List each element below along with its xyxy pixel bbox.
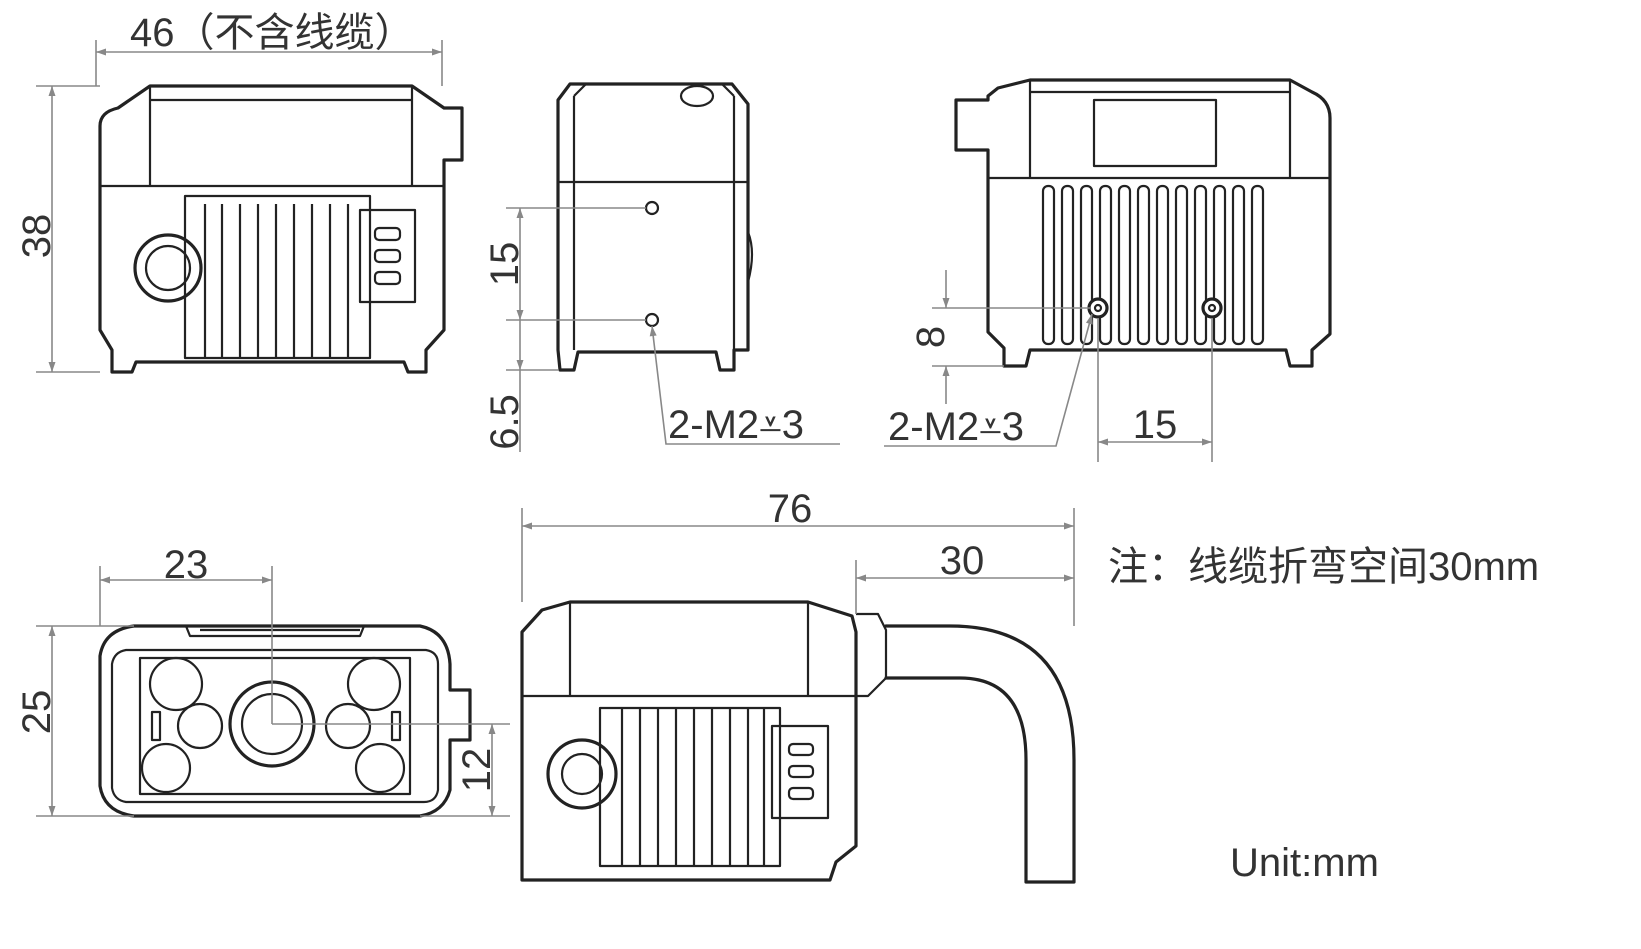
front-height-label: 38 (15, 214, 59, 259)
side-hole-top (644, 200, 660, 216)
front-vent-slots (203, 204, 350, 358)
back-hole-height-label: 8 (909, 326, 953, 348)
bottom-led-tl (148, 656, 204, 712)
cable-side-lens (560, 752, 604, 796)
back-thread-label: 2-M2⩡3 (888, 405, 1024, 449)
front-view (98, 84, 464, 374)
side-view (556, 82, 754, 372)
cable-side-vent-slots (620, 708, 766, 866)
depth-symbol: ⩡ (979, 405, 1002, 449)
back-hole-pitch-label: 15 (1133, 403, 1178, 447)
cable-side-dimensions: 76 30 (521, 487, 1075, 626)
cable (884, 624, 1076, 884)
bottom-led-br (354, 742, 406, 794)
front-lens (144, 244, 192, 292)
unit-text: Unit:mm (1230, 841, 1379, 885)
side-top-port (679, 84, 715, 108)
front-dimensions: 46（不含线缆） 38 (15, 11, 443, 373)
bottom-dimensions: 23 25 12 (15, 543, 510, 817)
cable-bend-label: 30 (940, 539, 985, 583)
bottom-aim-left (176, 702, 224, 750)
total-length-label: 76 (768, 487, 813, 531)
back-view (954, 78, 1332, 368)
bottom-led-bl (140, 742, 192, 794)
back-dimensions: 8 2-M2⩡3 15 (884, 270, 1213, 462)
cable-side-lens-ring (546, 738, 618, 810)
back-hole-right (1201, 297, 1223, 319)
bottom-view (98, 624, 472, 818)
depth-symbol: ⩡ (759, 403, 782, 447)
side-hole-pitch-label: 15 (483, 242, 527, 287)
front-led-panel (358, 208, 417, 304)
bottom-center-y-label: 12 (455, 748, 499, 793)
bottom-height-label: 25 (15, 690, 59, 735)
back-label-window (1092, 98, 1218, 168)
side-hole-bottom (644, 312, 660, 328)
bottom-center-x-label: 23 (164, 543, 209, 587)
front-lens-ring (133, 233, 203, 303)
front-width-label: 46（不含线缆） (130, 11, 415, 55)
note-text: 注：线缆折弯空间30mm (1108, 545, 1539, 589)
side-thread-label: 2-M2⩡3 (668, 403, 804, 447)
bottom-aim-right (324, 702, 372, 750)
cable-side-led-panel (770, 724, 830, 820)
cable-side-view (520, 600, 1076, 884)
side-hole-offset-label: 6.5 (483, 394, 527, 450)
bottom-led-tr (346, 656, 402, 712)
side-dimensions: 15 6.5 2-M2⩡3 (483, 207, 840, 452)
back-vent-slots (1041, 184, 1265, 346)
